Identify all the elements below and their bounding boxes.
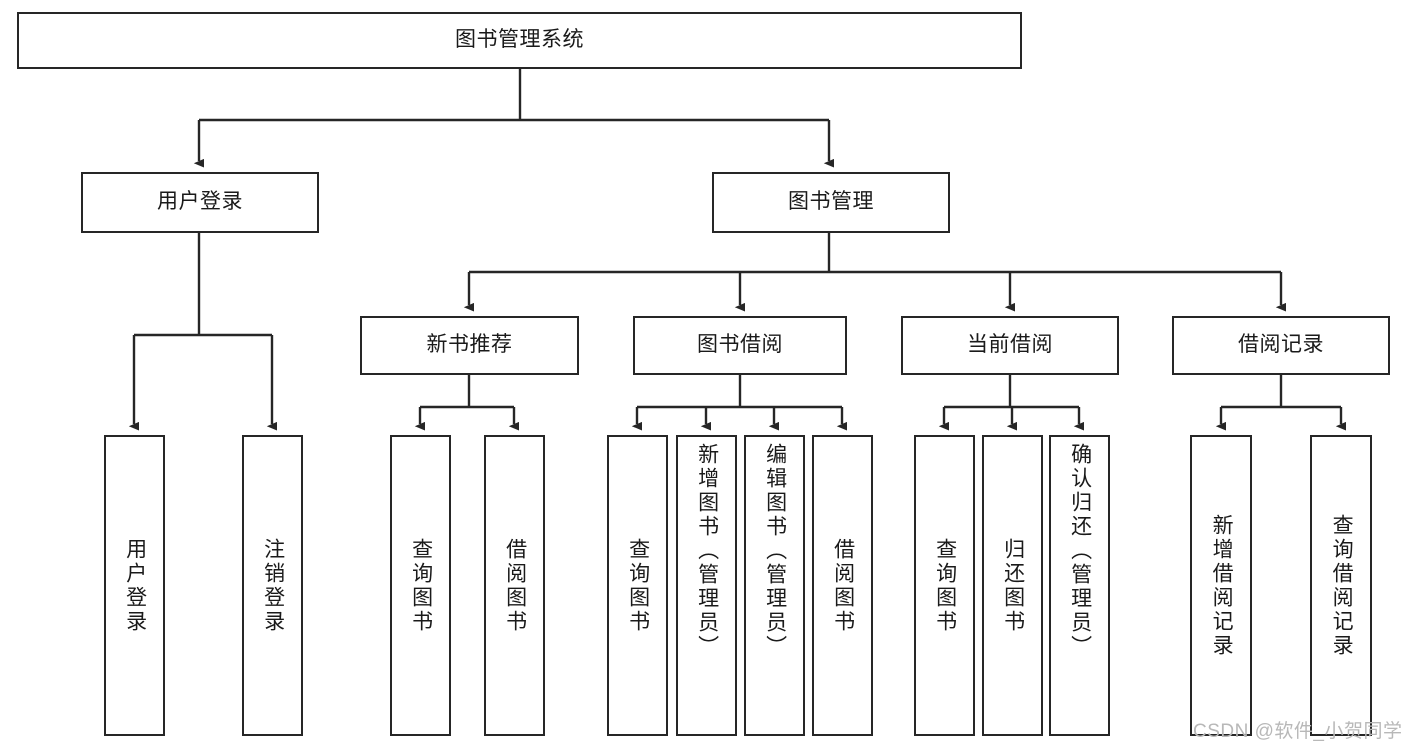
node-root[interactable]: 图书管理系统 bbox=[17, 12, 1022, 69]
node-label-leaf-add-book: 新增图书（管理员） bbox=[695, 443, 719, 659]
node-leaf-add-borrow-record[interactable]: 新增借阅记录 bbox=[1190, 435, 1252, 736]
node-label-root: 图书管理系统 bbox=[455, 28, 584, 52]
node-book-borrow[interactable]: 图书借阅 bbox=[633, 316, 847, 375]
node-label-leaf-borrow-book-recommend: 借阅图书 bbox=[503, 537, 527, 634]
node-borrow-record[interactable]: 借阅记录 bbox=[1172, 316, 1390, 375]
node-label-borrow-record: 借阅记录 bbox=[1238, 333, 1324, 357]
node-user-login[interactable]: 用户登录 bbox=[81, 172, 319, 233]
node-label-leaf-add-borrow-record: 新增借阅记录 bbox=[1210, 513, 1234, 658]
node-leaf-logout[interactable]: 注销登录 bbox=[242, 435, 303, 736]
node-book-manage[interactable]: 图书管理 bbox=[712, 172, 950, 233]
node-label-leaf-query-book-current: 查询图书 bbox=[933, 537, 957, 634]
node-leaf-query-borrow-record[interactable]: 查询借阅记录 bbox=[1310, 435, 1372, 736]
node-leaf-return-book[interactable]: 归还图书 bbox=[982, 435, 1043, 736]
node-leaf-borrow-book[interactable]: 借阅图书 bbox=[812, 435, 873, 736]
node-leaf-query-book-recommend[interactable]: 查询图书 bbox=[390, 435, 451, 736]
node-label-leaf-confirm-return: 确认归还（管理员） bbox=[1068, 443, 1092, 659]
node-leaf-confirm-return[interactable]: 确认归还（管理员） bbox=[1049, 435, 1110, 736]
node-leaf-edit-book[interactable]: 编辑图书（管理员） bbox=[744, 435, 805, 736]
node-label-leaf-borrow-book: 借阅图书 bbox=[831, 537, 855, 634]
node-label-leaf-query-borrow-record: 查询借阅记录 bbox=[1330, 513, 1354, 658]
node-label-new-book-recommend: 新书推荐 bbox=[426, 333, 513, 357]
node-label-current-borrow: 当前借阅 bbox=[967, 333, 1053, 357]
node-label-leaf-logout: 注销登录 bbox=[261, 537, 285, 634]
node-label-leaf-edit-book: 编辑图书（管理员） bbox=[763, 443, 787, 659]
node-current-borrow[interactable]: 当前借阅 bbox=[901, 316, 1119, 375]
node-new-book-recommend[interactable]: 新书推荐 bbox=[360, 316, 579, 375]
node-label-leaf-query-book-recommend: 查询图书 bbox=[409, 537, 433, 634]
node-leaf-query-book-borrow[interactable]: 查询图书 bbox=[607, 435, 668, 736]
node-leaf-user-login[interactable]: 用户登录 bbox=[104, 435, 165, 736]
node-leaf-borrow-book-recommend[interactable]: 借阅图书 bbox=[484, 435, 545, 736]
node-label-leaf-return-book: 归还图书 bbox=[1001, 537, 1025, 634]
watermark: CSDN @软件_小贺同学 bbox=[1193, 721, 1403, 742]
node-label-book-borrow: 图书借阅 bbox=[697, 333, 783, 357]
node-leaf-add-book[interactable]: 新增图书（管理员） bbox=[676, 435, 737, 736]
node-label-book-manage: 图书管理 bbox=[788, 190, 874, 214]
node-label-leaf-query-book-borrow: 查询图书 bbox=[626, 537, 650, 634]
node-label-leaf-user-login: 用户登录 bbox=[123, 537, 147, 634]
node-label-user-login: 用户登录 bbox=[157, 190, 243, 214]
node-leaf-query-book-current[interactable]: 查询图书 bbox=[914, 435, 975, 736]
